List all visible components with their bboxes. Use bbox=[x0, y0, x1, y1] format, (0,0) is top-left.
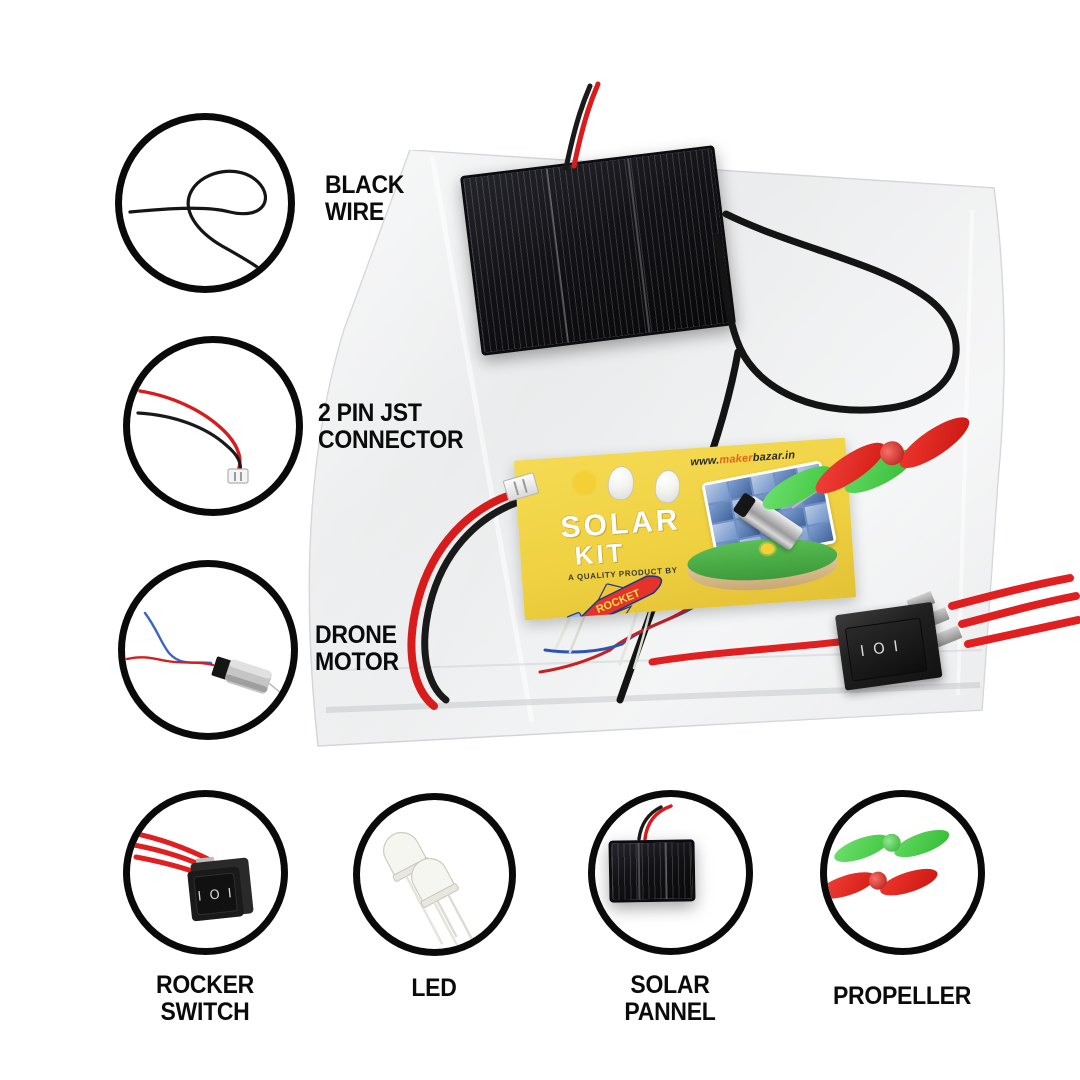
card-sun-icon bbox=[572, 471, 597, 495]
callout-solar-panel bbox=[588, 790, 753, 955]
label-rocker-switch: ROCKER SWITCH bbox=[155, 971, 255, 1026]
hero-rocker-switch: I O I bbox=[833, 583, 977, 710]
callout-rocker-switch: I O I bbox=[123, 790, 288, 955]
rocker-switch-photo: I O I bbox=[130, 830, 254, 922]
drone-motor-photo bbox=[125, 611, 287, 698]
callout-drone-motor bbox=[118, 560, 298, 740]
label-drone-motor: DRONE MOTOR bbox=[315, 621, 399, 676]
jst-connector-photo bbox=[136, 389, 249, 484]
card-title-line2: KIT bbox=[573, 537, 627, 571]
label-led: LED bbox=[411, 974, 457, 1002]
callout-black-wire bbox=[115, 113, 295, 293]
hero-solar-panel bbox=[459, 145, 737, 356]
propeller-photo bbox=[827, 797, 978, 948]
callout-jst-connector bbox=[123, 336, 303, 516]
solar-panel-photo bbox=[595, 797, 746, 948]
svg-text:I O I: I O I bbox=[197, 886, 235, 905]
solar-panel-body bbox=[608, 839, 696, 903]
hero-led-2 bbox=[653, 468, 682, 506]
led-photo bbox=[383, 832, 484, 949]
hero-led-1 bbox=[606, 464, 636, 502]
callout-propeller bbox=[820, 790, 985, 955]
label-jst-connector: 2 PIN JST CONNECTOR bbox=[318, 399, 464, 454]
label-solar-panel: SOLAR PANNEL bbox=[624, 971, 716, 1026]
label-propeller: PROPELLER bbox=[832, 982, 972, 1010]
black-wire-photo bbox=[128, 169, 268, 274]
label-black-wire: BLACK WIRE bbox=[325, 171, 405, 226]
callout-led bbox=[353, 793, 516, 956]
